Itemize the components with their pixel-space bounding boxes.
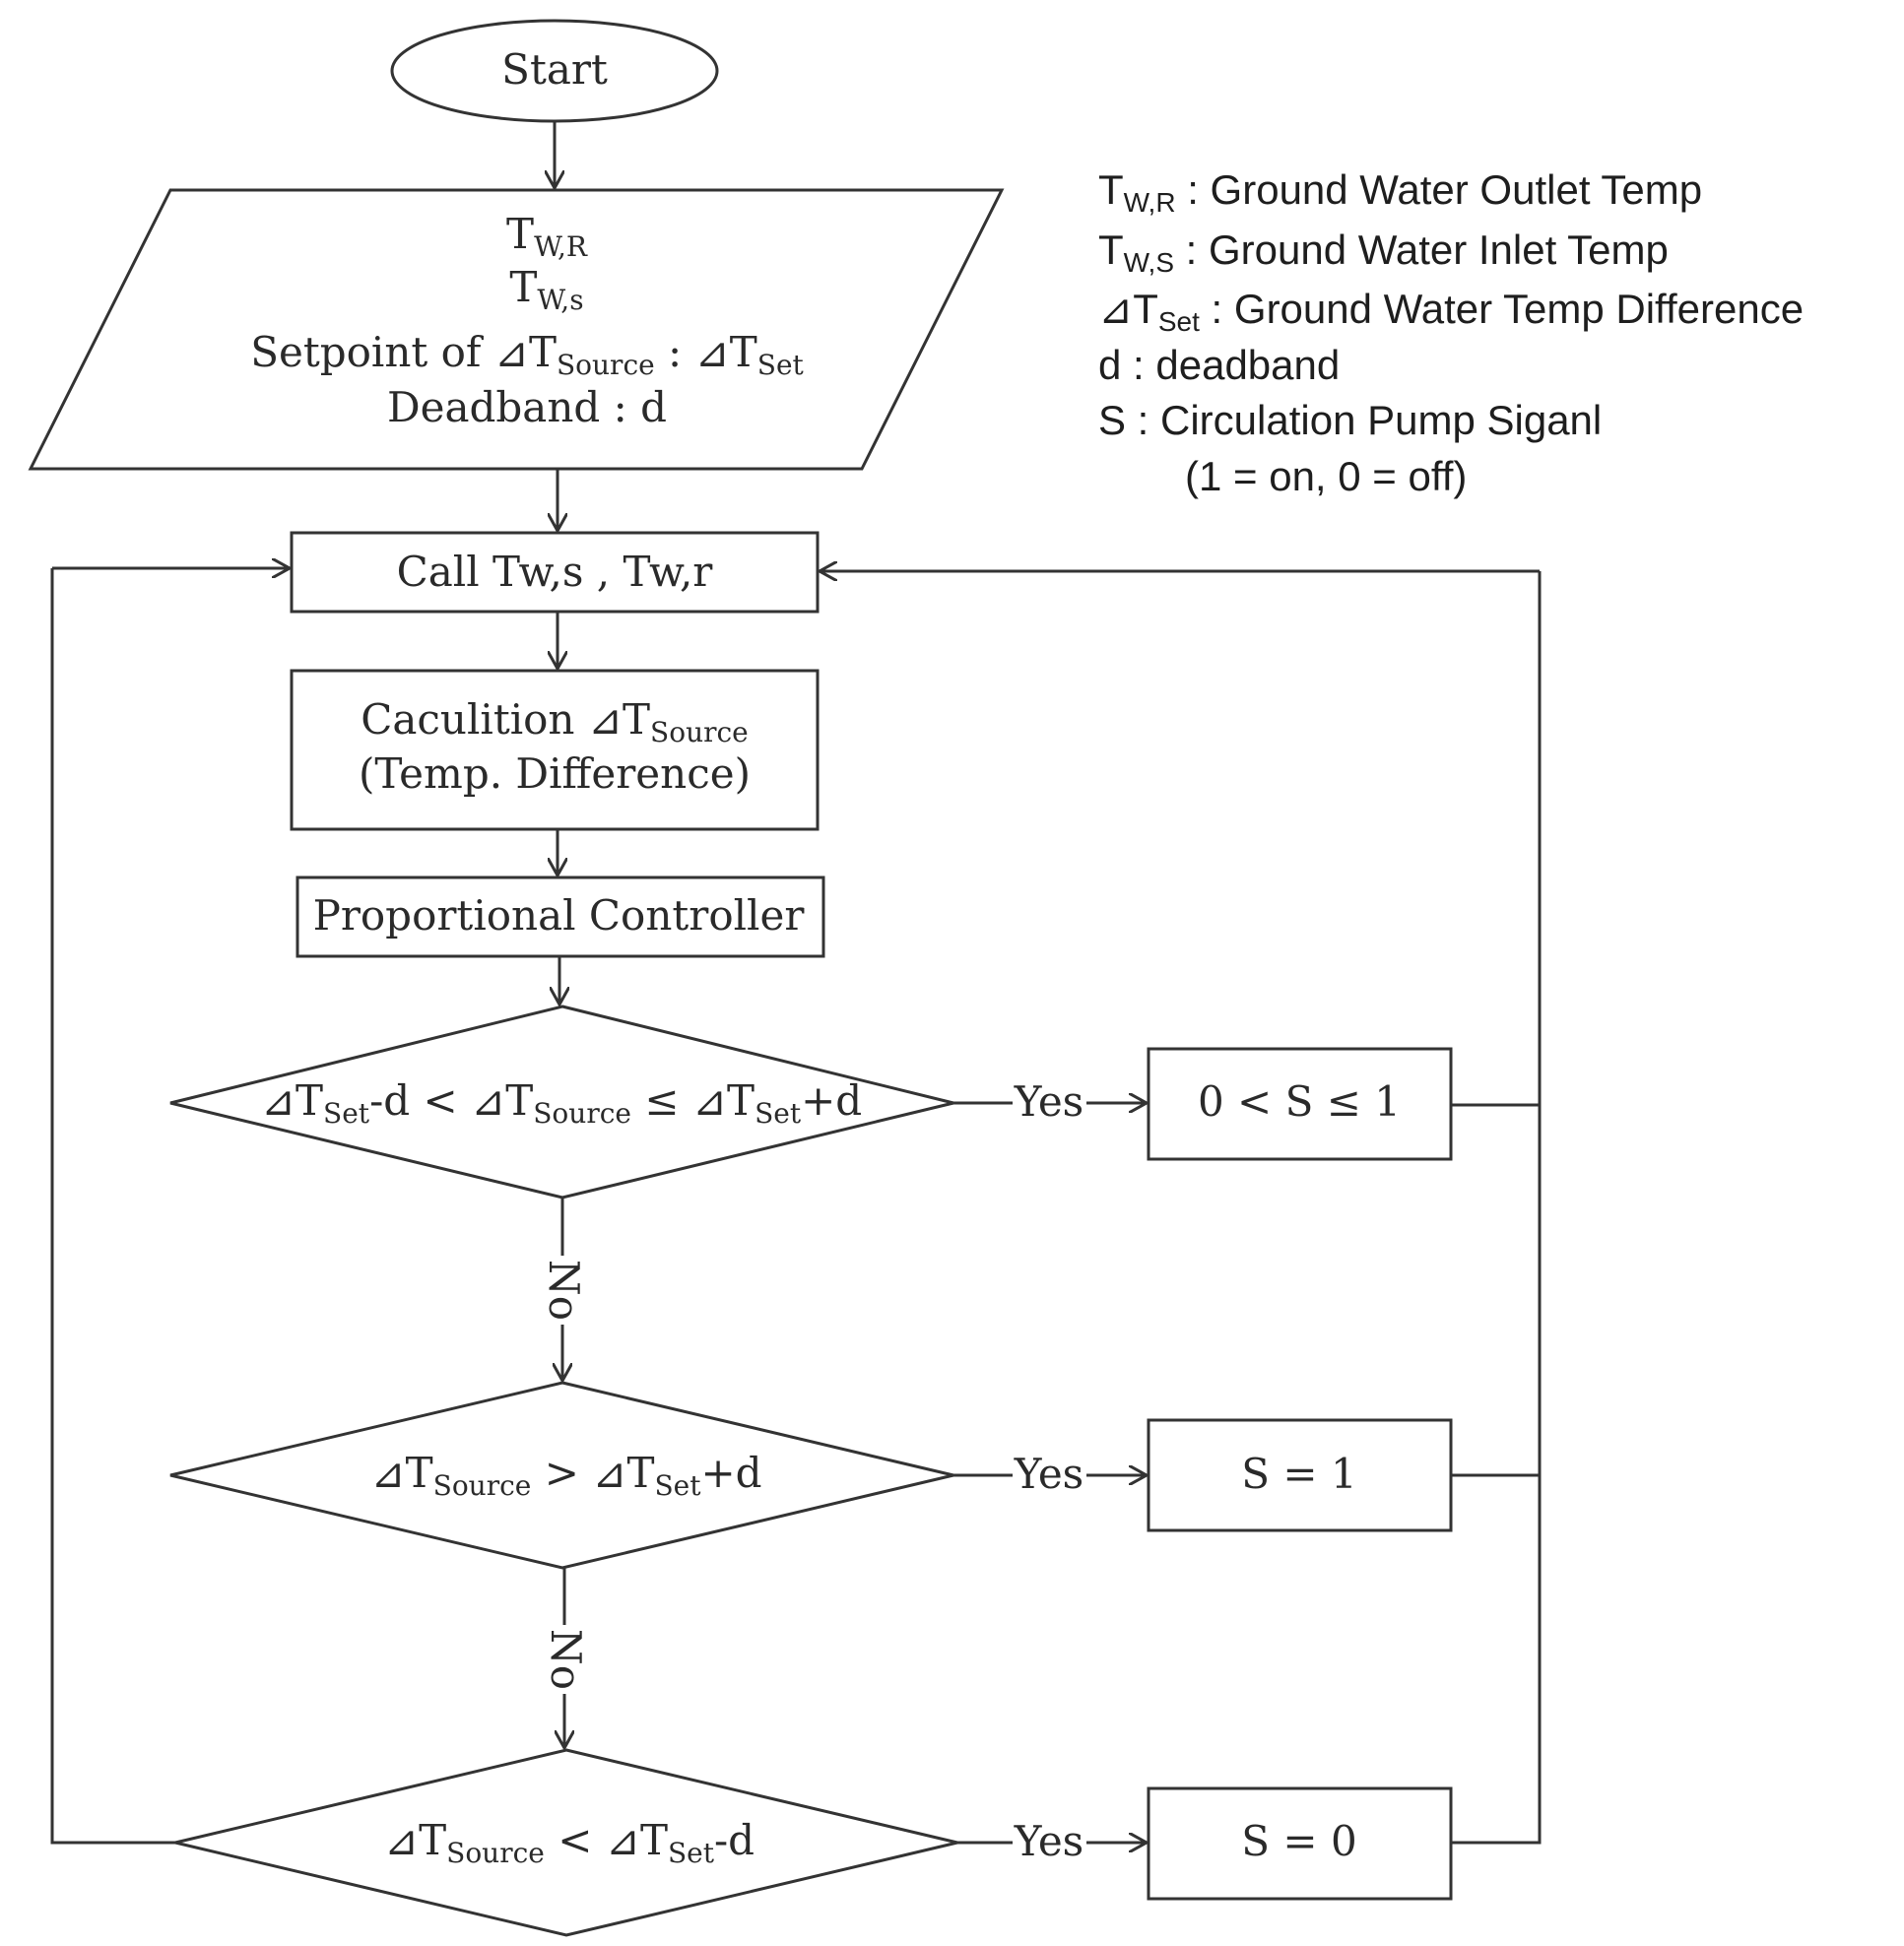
calc-line2: (Temp. Difference) (359, 749, 751, 798)
output2-label: S = 1 (1241, 1450, 1356, 1498)
legend-row-deadband: d : deadband (1098, 342, 1340, 388)
yes2-label: Yes (1014, 1450, 1084, 1498)
output3-box (1147, 1786, 1453, 1901)
call-label: Call Tw,s , Tw,r (397, 548, 714, 596)
start-label: Start (501, 45, 608, 94)
no2-label: No (542, 1629, 590, 1690)
decision3-label: ⊿TSource < ⊿TSet-d (384, 1816, 755, 1869)
decision2-label: ⊿TSource > ⊿TSet+d (370, 1449, 761, 1502)
decision1-label: ⊿TSet-d < ⊿TSource ≤ ⊿TSet+d (261, 1076, 862, 1130)
decision3-diamond (174, 1748, 958, 1937)
input-tw-s: TW,s (509, 263, 583, 316)
legend-row-dtset: ⊿TSet : Ground Water Temp Difference (1098, 286, 1804, 337)
yes1-label: Yes (1014, 1077, 1084, 1126)
input-tw-r: TW,R (506, 210, 588, 263)
controller-process-box (295, 876, 825, 958)
legend-row-pump-signal: S : Circulation Pump Siganl (1098, 397, 1602, 443)
output3-label: S = 0 (1241, 1817, 1356, 1865)
left-loop-line (50, 568, 175, 1845)
legend-row-on-off: (1 = on, 0 = off) (1185, 453, 1467, 499)
decision2-diamond (169, 1381, 954, 1570)
legend: TW,R : Ground Water Outlet Temp TW,S : G… (1098, 166, 1804, 499)
legend-row-tw-r: TW,R : Ground Water Outlet Temp (1098, 166, 1702, 218)
controller-label: Proportional Controller (313, 891, 806, 940)
yes3-label: Yes (1014, 1817, 1084, 1865)
no1-label: No (540, 1260, 588, 1321)
calc-line1: Caculition ⊿TSource (361, 695, 749, 748)
right-loop-bus (1451, 571, 1542, 1845)
input-parallelogram (28, 188, 1005, 471)
input-deadband: Deadband : d (387, 383, 667, 431)
legend-row-tw-s: TW,S : Ground Water Inlet Temp (1098, 227, 1669, 278)
output1-label: 0 < S ≤ 1 (1198, 1077, 1401, 1126)
input-setpoint: Setpoint of ⊿TSource : ⊿TSet (250, 328, 804, 381)
calc-process-box (290, 669, 820, 831)
output2-box (1147, 1418, 1453, 1532)
